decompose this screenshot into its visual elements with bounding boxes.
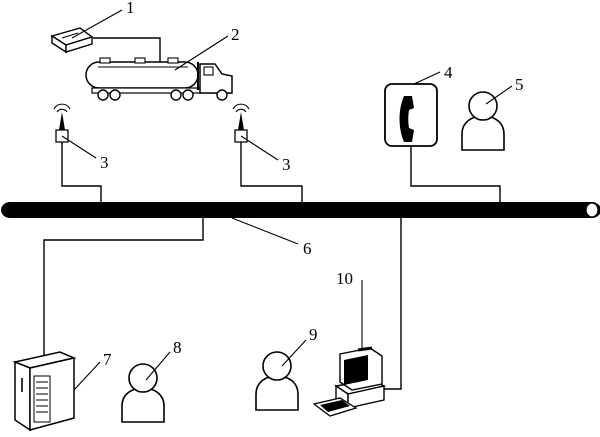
- link-antenna-right: [240, 142, 303, 202]
- leader-7: [73, 361, 101, 391]
- telephone-icon: [384, 83, 438, 147]
- leader-9: [281, 339, 307, 367]
- person-icon: [121, 363, 165, 423]
- label-7: 7: [103, 350, 112, 369]
- link-server: [43, 218, 204, 382]
- link-antenna-left: [61, 142, 102, 202]
- link-gps-truck: [93, 37, 161, 62]
- leader-1: [71, 9, 123, 39]
- person-icon: [461, 91, 505, 151]
- label-3-right: 3: [282, 155, 291, 174]
- leader-2: [174, 35, 229, 71]
- label-10: 10: [336, 269, 353, 288]
- leader-3b: [240, 135, 279, 161]
- label-5: 5: [515, 75, 524, 94]
- tanker-truck-icon: [85, 57, 233, 101]
- link-telephone: [410, 146, 501, 202]
- label-4: 4: [444, 63, 453, 82]
- leader-4: [413, 71, 441, 85]
- label-1: 1: [126, 0, 135, 17]
- label-8: 8: [173, 338, 182, 357]
- leader-6: [231, 217, 299, 245]
- leader-8: [145, 351, 171, 381]
- reference-numerals: 1 2 3 3 4 5 6 7 8 9 10: [100, 0, 524, 369]
- connection-lines: [43, 37, 501, 390]
- label-9: 9: [309, 325, 318, 344]
- network-bus: [1, 202, 600, 218]
- leader-lines: [61, 9, 513, 391]
- link-computer: [384, 218, 402, 390]
- server-icon: [12, 351, 77, 432]
- leader-5: [485, 85, 513, 105]
- computer-icon: [312, 346, 387, 417]
- label-6: 6: [303, 239, 312, 258]
- label-3-left: 3: [100, 153, 109, 172]
- gps-terminal-icon: [50, 27, 94, 54]
- person-icon: [255, 351, 299, 411]
- label-2: 2: [231, 25, 240, 44]
- leader-3a: [61, 135, 97, 159]
